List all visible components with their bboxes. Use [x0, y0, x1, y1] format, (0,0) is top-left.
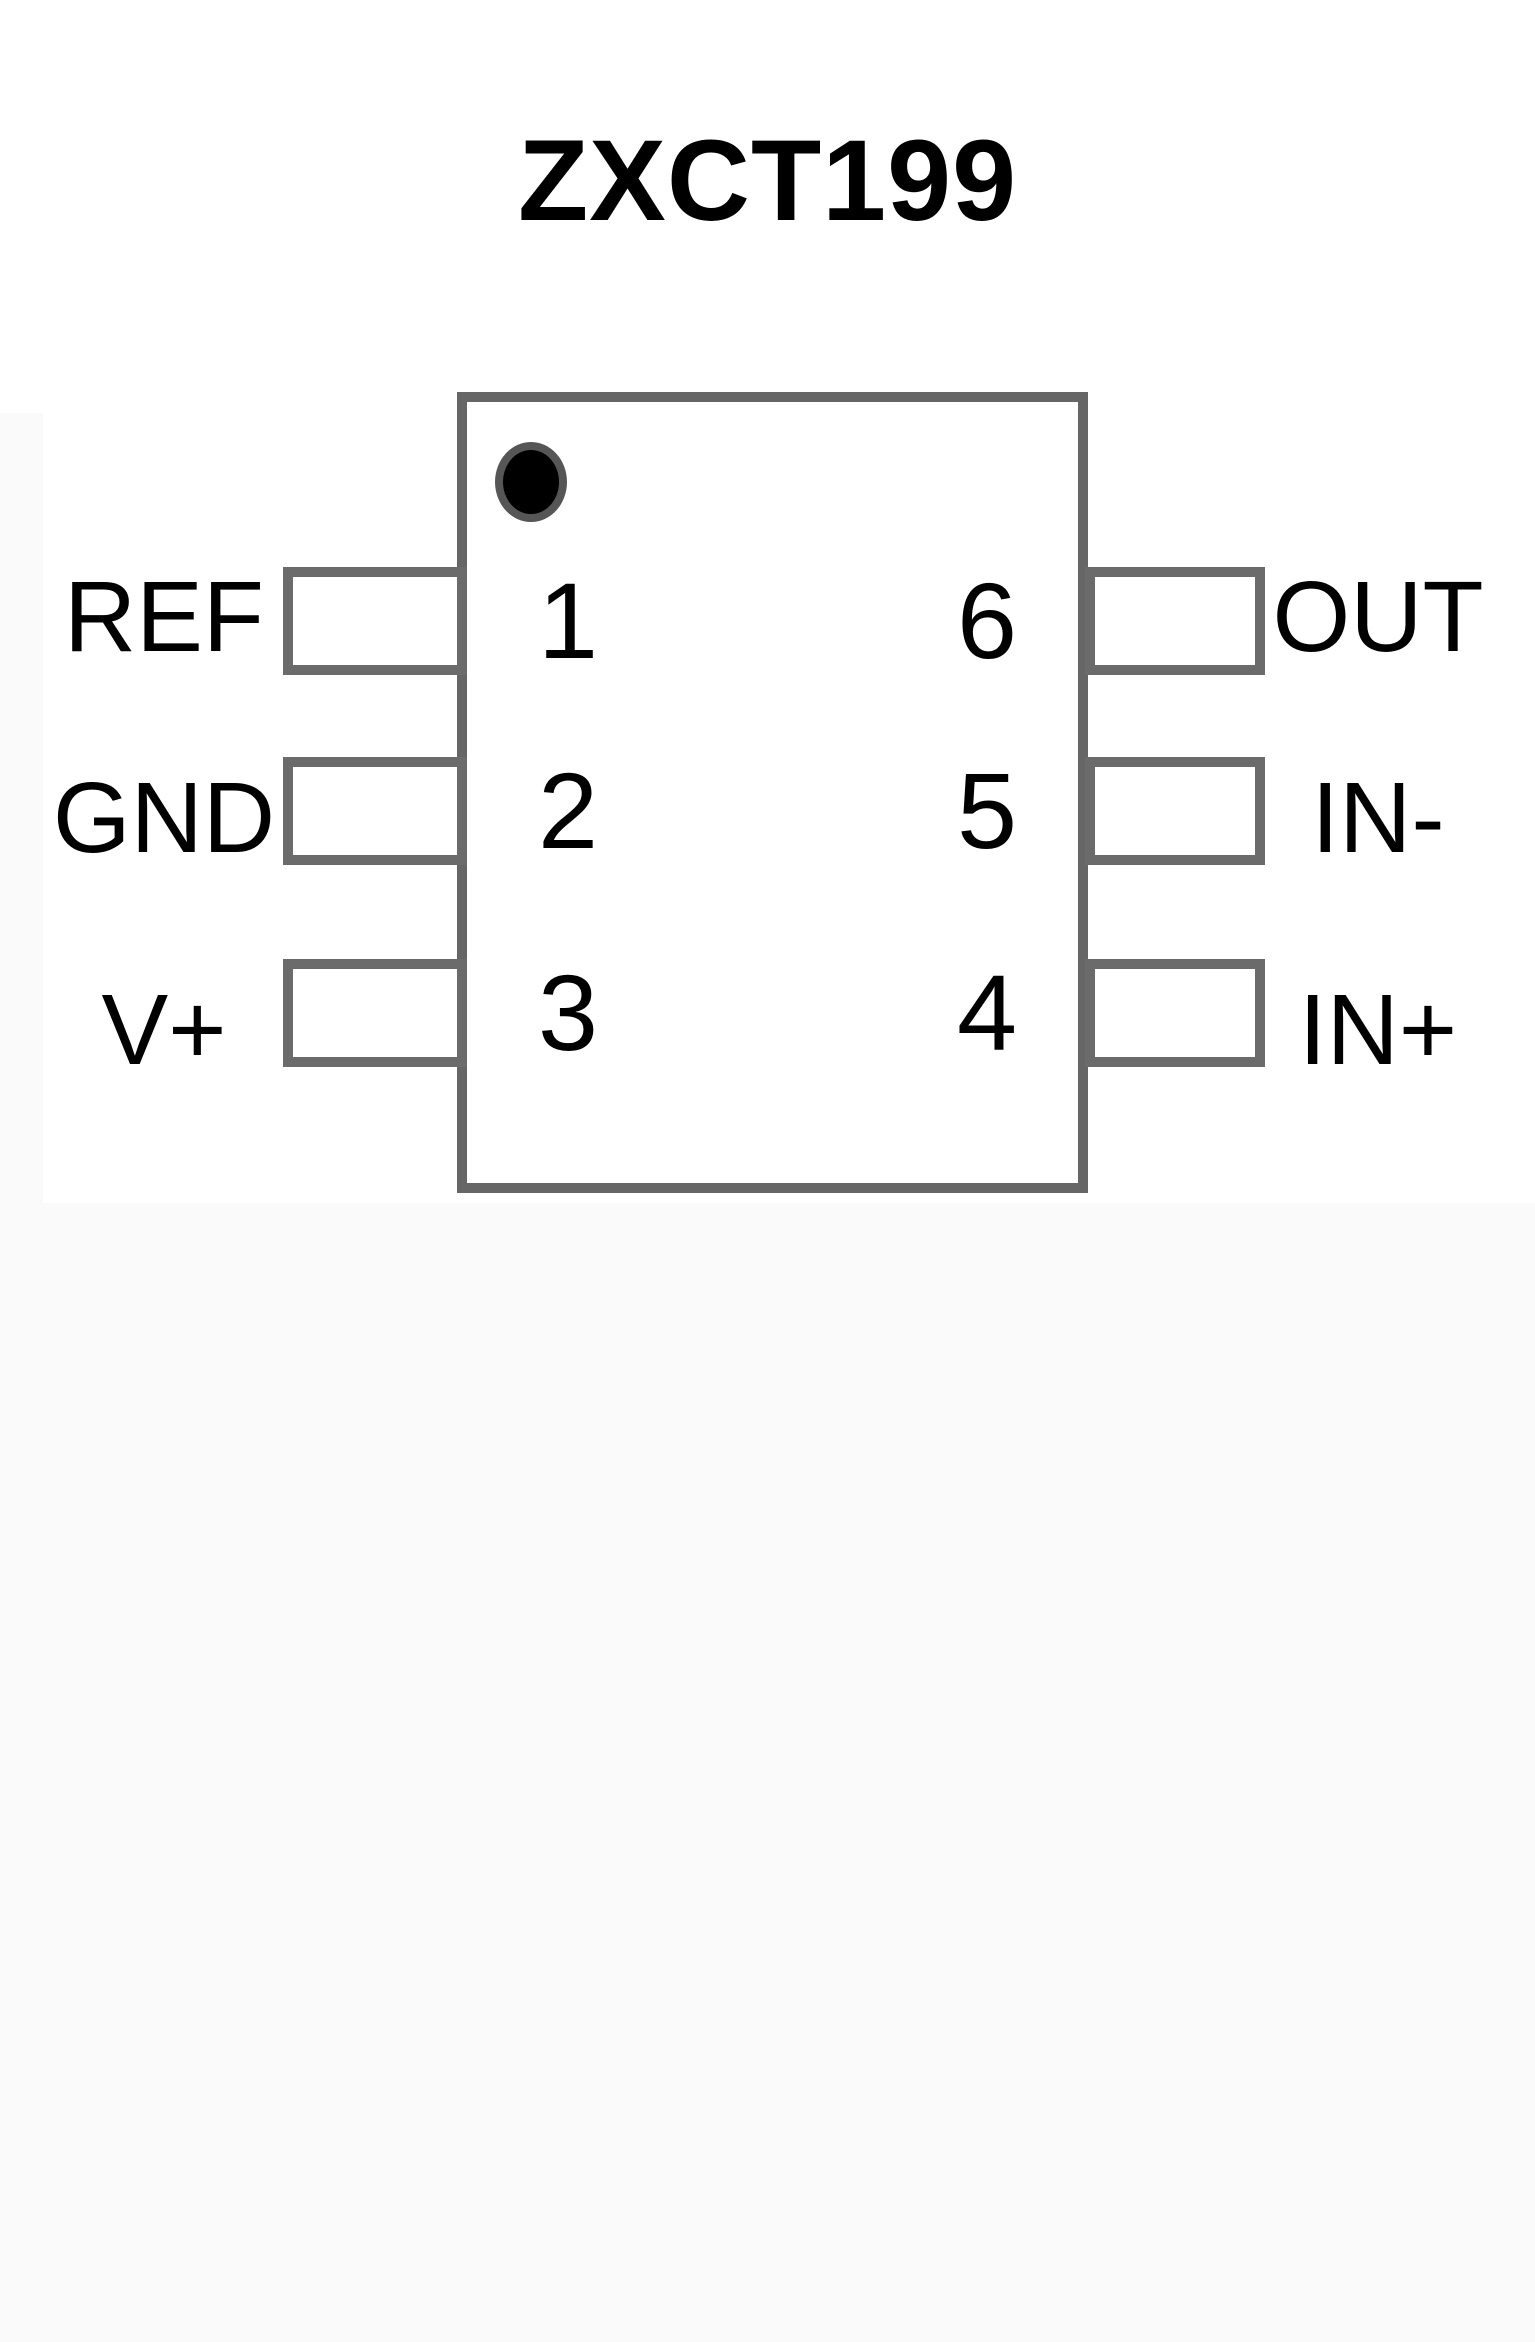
- page-shade-bottom: [0, 1203, 1535, 2342]
- pin-number-6: 6: [956, 560, 1018, 681]
- pin-box-inplus: [1085, 959, 1265, 1067]
- pin1-dot: [495, 442, 567, 522]
- pin-box-ref: [283, 567, 467, 675]
- pin-label-ref: REF: [64, 561, 264, 673]
- pin-box-vplus: [283, 959, 467, 1067]
- chip-title: ZXCT199: [517, 117, 1018, 245]
- pin-box-gnd: [283, 757, 467, 865]
- pin-label-vplus: V+: [101, 974, 227, 1086]
- pin-number-3: 3: [537, 952, 599, 1073]
- pin-number-4: 4: [956, 952, 1018, 1073]
- pin-box-out: [1085, 567, 1265, 675]
- pin-number-5: 5: [956, 750, 1018, 871]
- page-shade-left: [0, 413, 43, 1203]
- pin-label-inminus: IN-: [1311, 762, 1445, 874]
- pin-label-gnd: GND: [52, 762, 276, 874]
- pin-label-out: OUT: [1272, 561, 1484, 673]
- pin-number-2: 2: [537, 750, 599, 871]
- pin-number-1: 1: [537, 560, 599, 681]
- chip-body: [457, 392, 1088, 1193]
- pin-label-inplus: IN+: [1298, 974, 1458, 1086]
- pin-box-inminus: [1085, 757, 1265, 865]
